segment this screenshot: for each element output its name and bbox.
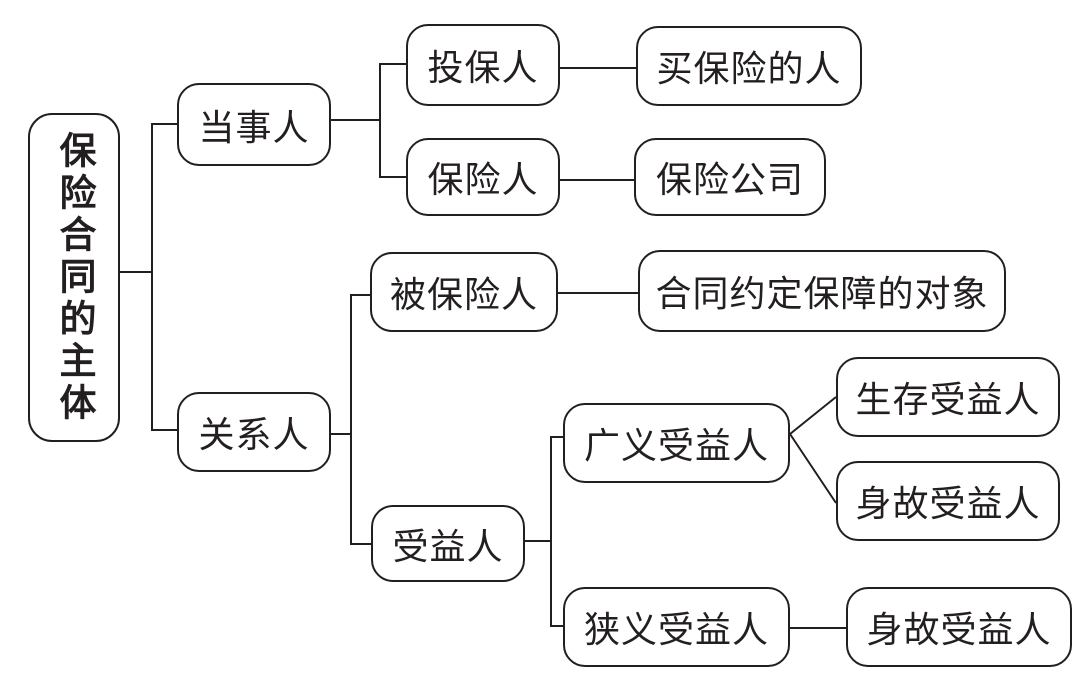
root-node: 保险合同的主体 — [28, 113, 120, 442]
node-beneficiary: 受益人 — [371, 505, 525, 582]
node-narrow-beneficiary: 狭义受益人 — [563, 587, 790, 667]
node-insurer-note: 保险公司 — [634, 138, 826, 216]
node-insurer: 保险人 — [406, 138, 560, 216]
node-policyholder: 投保人 — [406, 24, 560, 106]
connector-parties-bracket — [379, 63, 406, 178]
connector-beneficiary-bracket — [550, 436, 563, 627]
node-insured: 被保险人 — [370, 252, 558, 332]
node-policyholder-note: 买保险的人 — [636, 26, 862, 106]
node-insured-note: 合同约定保障的对象 — [638, 250, 1006, 332]
node-broad-death-beneficiary: 身故受益人 — [836, 461, 1060, 541]
node-related-parties: 关系人 — [177, 392, 331, 472]
node-broad-beneficiary: 广义受益人 — [563, 403, 790, 483]
node-survival-beneficiary: 生存受益人 — [836, 357, 1060, 437]
connector-related-bracket — [350, 294, 371, 545]
node-parties: 当事人 — [177, 83, 331, 166]
connector-broad-survival — [789, 396, 837, 435]
connector-root-bracket — [151, 123, 177, 431]
node-narrow-death-beneficiary: 身故受益人 — [846, 587, 1072, 667]
connector-broad-death — [789, 433, 837, 504]
